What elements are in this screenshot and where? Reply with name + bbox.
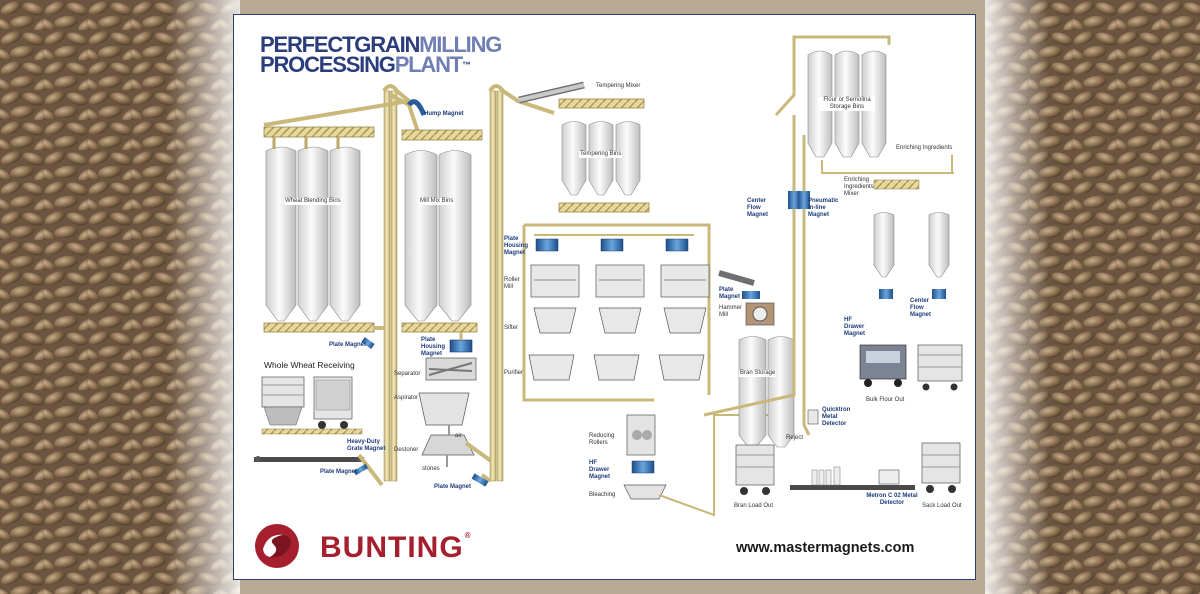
label-plate-magnet-hammer: Plate Magnet (719, 287, 740, 300)
bucket-elevator-2 (471, 84, 555, 487)
label-purifier: Purifier (504, 370, 524, 376)
label-hump-magnet: Hump Magnet (424, 111, 464, 117)
plate-magnet-1-shape (361, 337, 375, 349)
grain-pattern-right (985, 0, 1200, 594)
sacking-line (790, 409, 961, 493)
label-plate-magnet-2: Plate Magnet (320, 469, 358, 475)
label-plate-housing-magnet-2: Plate Housing Magnet (504, 236, 528, 256)
wheat-blending-bins (263, 126, 375, 333)
title-word-processing: PROCESSING (260, 52, 396, 77)
label-quicktron: Quicktron Metal Detector (822, 407, 851, 427)
label-separator: Separator (394, 371, 421, 377)
title-word-milling: MILLING (419, 32, 502, 57)
mill-mix-bins (401, 129, 483, 333)
label-pneumatic-inline-magnet: Pneumatic In-line Magnet (808, 198, 839, 218)
label-bulk-flour-out: Bulk Flour Out (866, 397, 905, 403)
label-hf-drawer-magnet-2: HF Drawer Magnet (844, 317, 865, 337)
label-tempering-mixer: Tempering Mixer (596, 83, 641, 89)
label-reject: Reject (786, 435, 804, 441)
label-plate-magnet-3: Plate Magnet (434, 484, 472, 490)
label-stones: stones (422, 466, 440, 472)
tempering-section (518, 81, 650, 213)
title-word-plant: PLANT (394, 52, 464, 77)
title-trademark: ™ (462, 60, 471, 70)
process-diagram (254, 35, 963, 568)
label-destoner: Destoner (394, 447, 419, 453)
label-bleaching: Bleaching (589, 492, 616, 498)
label-enriching-ingredients: Enriching Ingredients (896, 145, 953, 151)
label-reducing-rollers: Reducing Rollers (589, 433, 615, 446)
label-plate-magnet-1: Plate Magnet (329, 342, 367, 348)
milling-lines (522, 223, 711, 402)
label-mill-mix-bins: Mill Mix Bins (419, 198, 455, 205)
label-flour-storage-bins: Flour or Semolina Storage Bins (819, 97, 875, 111)
cleaning-equipment (418, 332, 496, 467)
website-url: www.mastermagnets.com (736, 540, 915, 556)
poster-title: PERFECTGRAINMILLING PROCESSINGPLANT™ (260, 32, 502, 77)
bran-section (718, 270, 795, 495)
label-aspirator: Aspirator (394, 395, 419, 401)
milling-plant-poster: PERFECTGRAINMILLING PROCESSINGPLANT™ Who… (233, 14, 976, 580)
flour-pneumatic-pipes (703, 35, 891, 436)
label-metron: Metron C 02 Metal Detector (866, 493, 918, 506)
bulk-flour-section (859, 212, 963, 391)
wheat-grain-background-right (985, 0, 1200, 594)
label-bran-load-out: Bran Load Out (734, 503, 774, 509)
bunting-logo-icon (255, 524, 299, 568)
label-sifter: Sifter (504, 325, 519, 331)
wheat-grain-background-left (0, 0, 240, 594)
label-hammer-mill: Hammer Mill (719, 305, 743, 318)
receiving-area (254, 376, 384, 487)
label-center-flow-magnet-1: Center Flow Magnet (747, 198, 768, 218)
flour-storage-bins (807, 50, 954, 190)
registered-mark: ® (464, 531, 472, 540)
label-roller-mill: Roller Mill (504, 277, 520, 290)
brand-name: BUNTING (320, 531, 464, 564)
title-word-perfect: PERFECT (260, 32, 355, 57)
label-hf-drawer-magnet-1: HF Drawer Magnet (589, 460, 610, 480)
grain-pattern-left (0, 0, 240, 594)
label-wheat-blending-bins: Wheat Blending Bins (284, 198, 342, 205)
label-sack-load-out: Sack Load Out (922, 503, 962, 509)
label-whole-wheat-receiving: Whole Wheat Receiving (264, 360, 355, 370)
title-word-grain: GRAIN (354, 32, 420, 57)
label-tempering-bins: Tempering Bins (579, 151, 623, 158)
label-enriching-mixer: Enriching Ingredients Mixer (844, 177, 874, 197)
label-heavy-duty-grate-magnet: Heavy-Duty Grate Magnet (347, 439, 386, 452)
label-center-flow-magnet-2: Center Flow Magnet (910, 298, 931, 318)
label-plate-housing-magnet-1: Plate Housing Magnet (421, 337, 445, 357)
hump-magnet (406, 99, 427, 116)
label-bran-storage: Bran Storage (739, 370, 777, 377)
label-air: air (455, 433, 462, 439)
bunting-wordmark: BUNTING® (320, 531, 472, 565)
